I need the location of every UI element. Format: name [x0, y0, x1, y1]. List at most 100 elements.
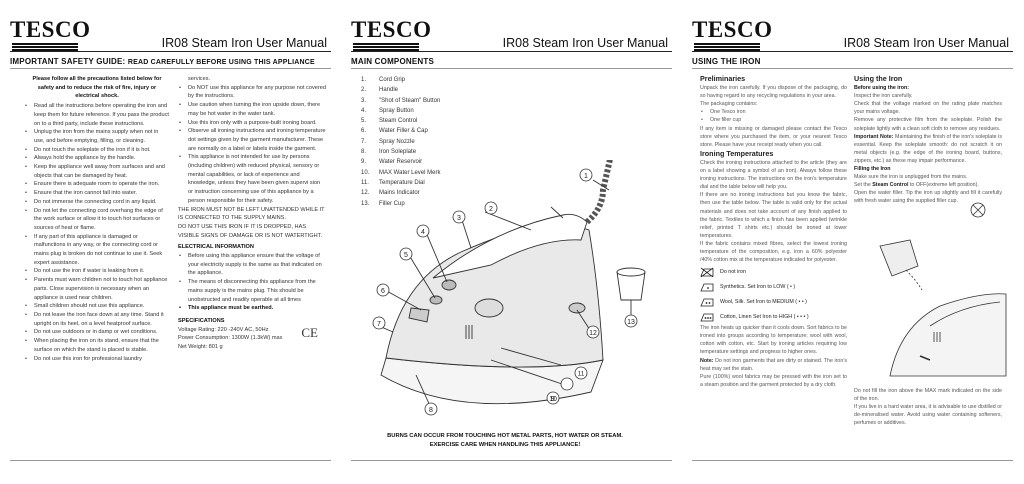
section-rule	[692, 68, 1013, 69]
filler-cap-shape	[408, 307, 430, 323]
list-item: Before using this appliance ensure that …	[178, 252, 326, 278]
cord-grip-shape	[584, 160, 613, 225]
spec-weight: Net Weight: 801 g	[178, 344, 223, 351]
header: TESCO IR08 Steam Iron User Manual	[351, 17, 672, 51]
preliminaries-heading: Preliminaries	[700, 74, 746, 83]
callout-8: 8	[429, 407, 433, 414]
table-row: Do not iron	[700, 264, 847, 279]
list-item: Use this iron only with a purpose-built …	[178, 119, 326, 128]
list-item: 13.Filler Cup	[361, 200, 405, 207]
tilted-iron-shape	[889, 293, 1007, 377]
list-item: If any part of this appliance is damaged…	[24, 233, 170, 268]
iron-low-icon	[700, 283, 714, 292]
list-item: The means of disconnecting this applianc…	[178, 278, 326, 304]
paragraph: Set the Steam Control to OFF(extreme lef…	[854, 182, 979, 189]
paragraph: Remove any protective film from the sole…	[854, 117, 1002, 132]
list-item: 8.Iron Soleplate	[361, 149, 417, 156]
paragraph: Pure (100%) wool fabrics may be pressed …	[700, 373, 847, 388]
safety-column-right: services. Do NOT use this appliance for …	[178, 75, 326, 352]
paragraph: The packaging contains:	[700, 101, 758, 108]
components-list: 1.Cord Grip 2.Handle 3."Shot of Steam" B…	[361, 75, 481, 209]
electrical-heading: ELECTRICAL INFORMATION	[178, 244, 254, 251]
section-rule	[351, 68, 672, 69]
filling-illustration	[879, 239, 1007, 377]
tesco-logo: TESCO	[692, 17, 773, 42]
iron-high-icon	[700, 313, 714, 322]
logo-underline	[12, 43, 78, 52]
paragraph: Do not fill the iron above the MAX mark …	[854, 388, 1002, 403]
section-title: USING THE IRON	[692, 57, 761, 66]
list-item: Ensure that the iron cannot fall into wa…	[24, 189, 170, 198]
iron-medium-icon	[700, 298, 714, 307]
before-heading: Before using the iron:	[854, 85, 910, 92]
list-item: Do not use the iron if water is leaking …	[24, 267, 170, 276]
do-not-iron-icon	[700, 267, 714, 277]
safety-intro: Please follow all the precautions listed…	[32, 76, 162, 100]
warning-caps-1: THE IRON MUST NOT BE LEFT UNATTENDED WHI…	[178, 206, 325, 222]
callout-11-circle	[574, 366, 588, 380]
paragraph: If the fabric contains mixed fibres, sel…	[700, 240, 847, 264]
continued-text: services.	[188, 76, 211, 82]
callout-10: 10	[549, 396, 557, 403]
earthed-note: This appliance must be earthed.	[178, 304, 326, 313]
warning-caps-2: DO NOT USE THIS IRON IF IT IS DROPPED, H…	[178, 223, 323, 239]
tesco-logo: TESCO	[10, 17, 91, 42]
page-components: TESCO IR08 Steam Iron User Manual MAIN C…	[341, 0, 682, 484]
ce-mark-icon: CE	[301, 325, 318, 341]
callout-3: 3	[457, 215, 461, 222]
spec-power: Power Consumption: 1300W (1.3kW) max	[178, 335, 283, 342]
list-item: When placing the iron on its stand, ensu…	[24, 337, 170, 354]
iron-diagram: 1 2 3 4 5 6 7 8 9 10 12 13 11	[372, 160, 646, 416]
paragraph: Make sure the iron is unplugged from the…	[854, 174, 968, 181]
section-rule	[10, 68, 331, 69]
logo-underline	[353, 43, 419, 52]
list-item: 6.Water Filler & Cap	[361, 128, 428, 135]
header-rule	[351, 51, 672, 52]
list-item: 3."Shot of Steam" Button	[361, 97, 441, 104]
filler-cup-shape	[879, 239, 919, 277]
list-item: Small children should not use this appli…	[24, 302, 170, 311]
max-mark-shape	[933, 332, 941, 342]
list-item: Keep the appliance well away from surfac…	[24, 163, 170, 180]
using-column-bottom: Do not fill the iron above the MAX mark …	[854, 387, 1002, 427]
document-title: IR08 Steam Iron User Manual	[502, 36, 668, 50]
iron-body-shape	[385, 219, 604, 368]
important-paragraph: Important Note: Maintaining the finish o…	[854, 133, 1002, 164]
temperature-table: Do not iron Synthetics. Set Iron to LOW …	[700, 264, 847, 324]
handle-shape	[432, 213, 588, 279]
document-title: IR08 Steam Iron User Manual	[161, 36, 327, 50]
header-rule	[10, 51, 331, 52]
list-item: 1.Cord Grip	[361, 77, 406, 83]
list-item: Do not use this iron for professional la…	[24, 355, 170, 364]
list-item: Ensure there is adequate room to operate…	[24, 180, 170, 189]
list-item: Always hold the appliance by the handle.	[24, 154, 170, 163]
paragraph: Open the water filler. Tip the iron up s…	[854, 190, 1002, 205]
table-row: Wool, Silk. Set Iron to MEDIUM ( • • )	[700, 294, 847, 309]
paragraph: The iron heats up quicker than it cools …	[700, 325, 847, 356]
list-item: One filler cup	[700, 116, 847, 124]
callout-12: 12	[589, 330, 597, 337]
page-using: TESCO IR08 Steam Iron User Manual USING …	[682, 0, 1023, 484]
footer-rule	[10, 460, 331, 461]
callout-6: 6	[381, 288, 385, 295]
table-row: Cotton, Linen Set Iron to HIGH ( • • • )	[700, 309, 847, 324]
no-steam-icon	[970, 202, 986, 218]
section-title: MAIN COMPONENTS	[351, 57, 434, 66]
list-item: 2.Handle	[361, 87, 399, 94]
list-item: Do not touch the soleplate of the iron i…	[24, 146, 170, 155]
header: TESCO IR08 Steam Iron User Manual	[692, 17, 1013, 51]
header-rule	[692, 51, 1013, 52]
document-title: IR08 Steam Iron User Manual	[843, 36, 1009, 50]
section-title: IMPORTANT SAFETY GUIDE: READ CAREFULLY B…	[10, 57, 315, 66]
callout-2: 2	[489, 206, 493, 213]
callout-5: 5	[404, 252, 408, 259]
tesco-logo: TESCO	[351, 17, 432, 42]
safety-column-left: Please follow all the precautions listed…	[24, 75, 170, 363]
list-item: Do not immerse the connecting cord in an…	[24, 198, 170, 207]
list-item: Read all the instructions before operati…	[24, 102, 170, 128]
callout-9: 9	[551, 396, 555, 403]
list-item: Observe all ironing instructions and iro…	[178, 127, 326, 153]
list-item: 12.Mains Indicator	[361, 190, 420, 197]
callout-13: 13	[627, 319, 635, 326]
list-item: Unplug the iron from the mains supply wh…	[24, 128, 170, 145]
